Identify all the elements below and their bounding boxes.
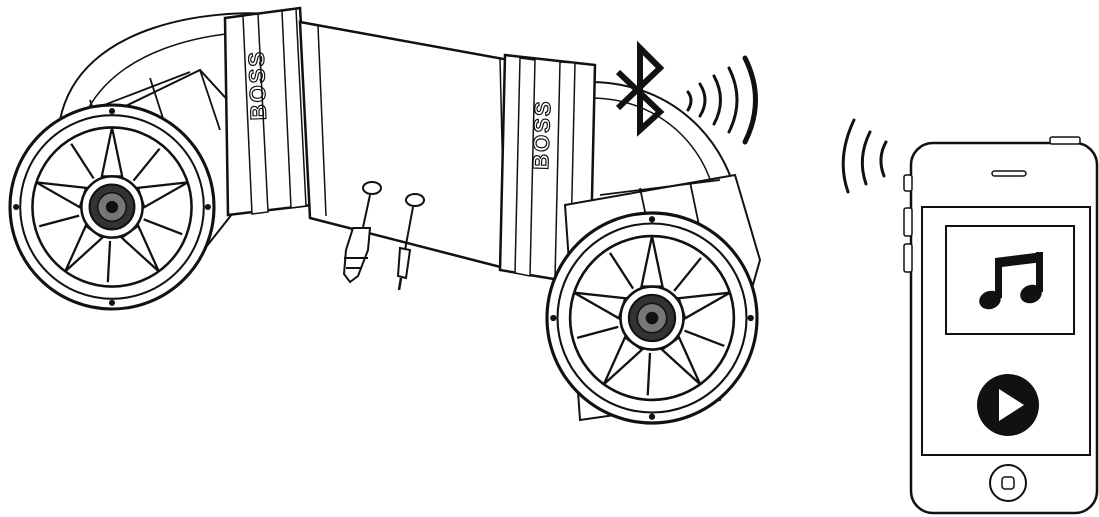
speaker-signal-waves (688, 58, 756, 142)
amplifier-tube (300, 22, 520, 272)
play-icon[interactable] (977, 374, 1039, 436)
left-brand-logo: BOSS (244, 50, 271, 121)
phone-volume-button (904, 175, 912, 191)
right-brand-logo: BOSS (528, 99, 555, 170)
smartphone (904, 137, 1097, 513)
right-speaker-pod (547, 175, 760, 423)
phone-power-button (1050, 137, 1080, 144)
phone-speaker-slot (992, 171, 1026, 176)
right-speaker-grille (547, 213, 757, 423)
left-clamp-band: BOSS (225, 8, 312, 215)
phone-signal-waves (843, 120, 886, 192)
left-speaker-pod (10, 70, 255, 309)
album-art-frame (946, 226, 1074, 334)
bluetooth-icon (618, 48, 660, 130)
left-speaker-grille (10, 105, 214, 309)
phone-home-button[interactable] (990, 465, 1026, 501)
